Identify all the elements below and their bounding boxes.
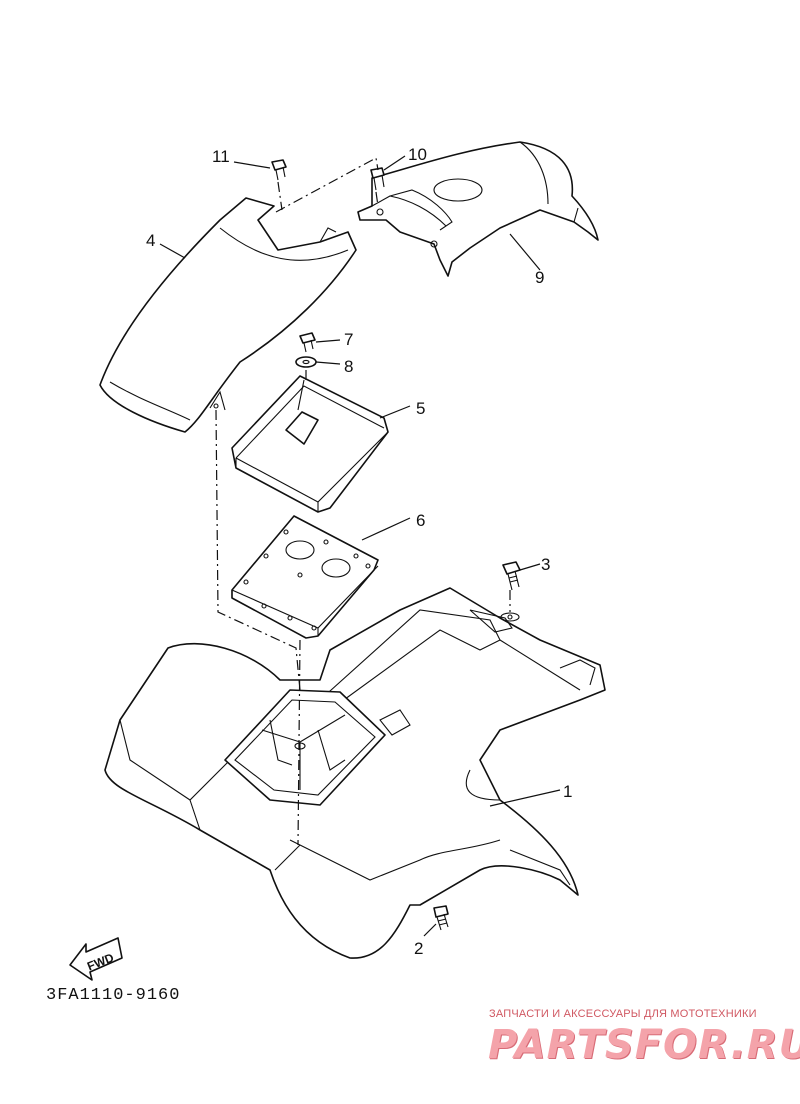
callout-6: 6: [416, 511, 425, 530]
callout-11: 11: [212, 147, 230, 166]
part-2-bolt: [433, 905, 449, 931]
callout-10: 10: [408, 145, 427, 164]
part-3-bolt: [500, 561, 521, 622]
watermark-caption: ЗАПЧАСТИ И АКСЕССУАРЫ ДЛЯ МОТОТЕХНИКИ: [489, 1008, 757, 1020]
callout-2: 2: [414, 939, 423, 958]
part-1-rear-fender: [104, 587, 606, 959]
part-10-bolt: [370, 167, 385, 191]
drawing-code: 3FA1110-9160: [46, 986, 181, 1005]
assembly-lines: [215, 157, 511, 846]
fwd-direction-arrow: FWD: [69, 937, 123, 981]
callout-3: 3: [541, 555, 550, 574]
callout-9: 9: [535, 268, 544, 287]
callout-8: 8: [344, 357, 353, 376]
part-11-screw: [271, 159, 287, 181]
part-6-plate: [231, 515, 379, 639]
callout-7: 7: [344, 330, 353, 349]
part-number-callouts: 1 2 3 4 5 6 7 8 9 10 11: [146, 145, 572, 958]
callout-4: 4: [146, 231, 155, 250]
callout-5: 5: [416, 399, 425, 418]
part-4-fender-flap: [99, 197, 357, 433]
watermark-logo: PARTSFOR.RU: [488, 1022, 800, 1068]
callout-1: 1: [563, 782, 572, 801]
part-5-cover: [231, 375, 389, 513]
part-8-washer: [295, 356, 317, 368]
part-9-top-panel: [357, 141, 599, 277]
part-7-screw: [299, 332, 316, 353]
leader-lines: [159, 155, 561, 937]
